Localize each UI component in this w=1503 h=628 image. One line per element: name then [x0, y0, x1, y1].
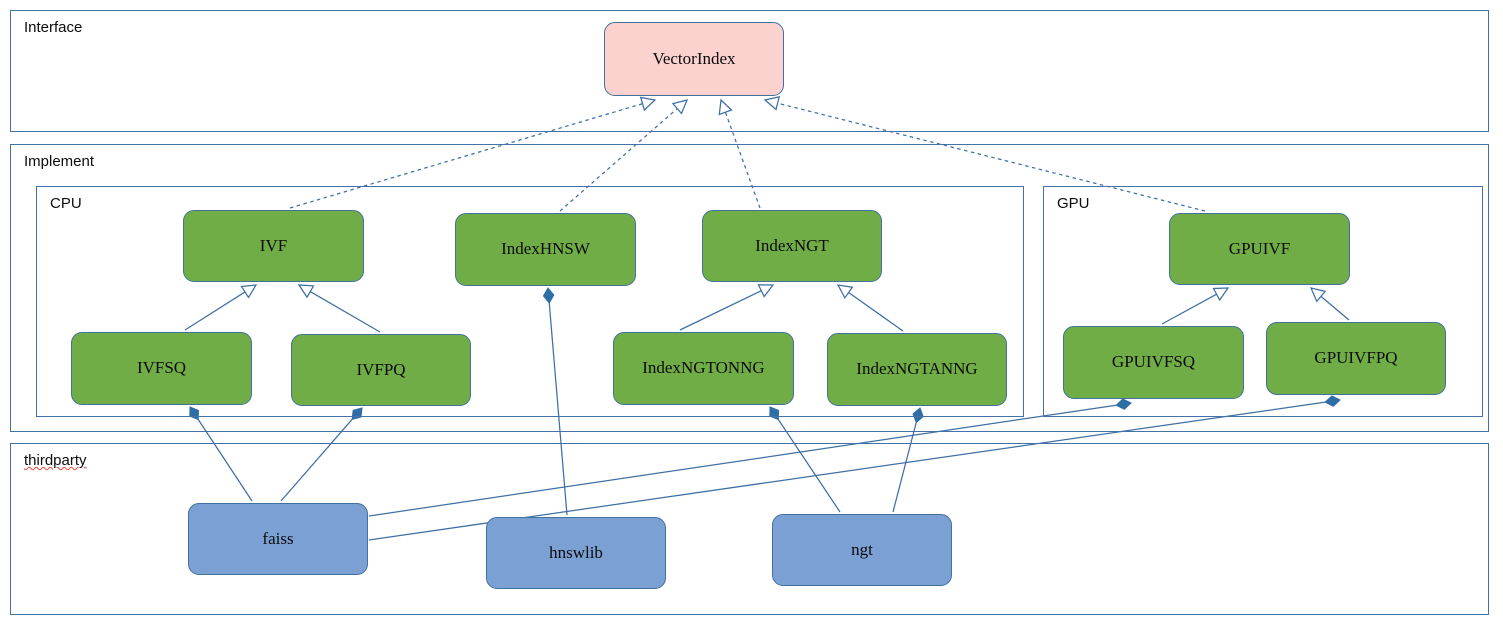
node-ivfpq[interactable]: IVFPQ	[291, 334, 471, 406]
node-label-vectorindex: VectorIndex	[652, 48, 736, 68]
edge-line	[679, 290, 762, 331]
edge-line	[289, 103, 643, 209]
node-label-indexngtanng: IndexNGTANNG	[856, 359, 978, 379]
node-label-faiss: faiss	[262, 528, 294, 548]
filled-diamond-marker-icon	[1115, 398, 1132, 410]
node-label-indexngtonng: IndexNGTONNG	[642, 358, 765, 378]
node-indexhnsw[interactable]: IndexHNSW	[455, 213, 636, 286]
hollow-triangle-arrowhead-icon	[763, 96, 781, 111]
edge-line	[1161, 293, 1217, 325]
edge-line	[184, 291, 246, 331]
group-label-interface: Interface	[24, 19, 83, 36]
group-box-cpu	[36, 186, 1024, 417]
node-ivf[interactable]: IVF	[183, 210, 364, 282]
group-label-implement: Implement	[24, 153, 95, 170]
edge-line	[777, 102, 1206, 212]
node-indexngtanng[interactable]: IndexNGTANNG	[827, 333, 1007, 406]
group-box-implement	[10, 144, 1489, 432]
edge-indexngtonng-indexngt	[679, 284, 775, 331]
hollow-triangle-arrowhead-icon	[1309, 287, 1327, 303]
node-label-hnswlib: hnswlib	[549, 542, 603, 562]
edge-line	[197, 419, 253, 502]
node-label-gpuivf: GPUIVF	[1228, 238, 1291, 258]
group-label-gpu: GPU	[1057, 195, 1090, 212]
edge-ngt-indexngtanng	[892, 407, 924, 513]
node-label-gpuivfsq: GPUIVFSQ	[1111, 352, 1196, 372]
hollow-triangle-arrowhead-icon	[757, 284, 775, 298]
node-label-ngt: ngt	[851, 539, 873, 559]
node-label-ivfpq: IVFPQ	[356, 359, 406, 379]
node-gpuivfpq[interactable]: GPUIVFPQ	[1266, 322, 1446, 395]
edge-line	[848, 291, 904, 332]
edge-gpuivfpq-gpuivf	[1309, 287, 1350, 321]
edge-line	[548, 302, 568, 516]
edge-line	[777, 419, 841, 513]
hollow-triangle-arrowhead-icon	[240, 284, 258, 299]
edge-indexngt-vectorindex	[718, 98, 761, 209]
edge-hnswlib-indexhnsw	[542, 287, 568, 516]
edge-line	[309, 290, 381, 333]
edge-gpuivf-vectorindex	[763, 96, 1206, 212]
group-label-thirdparty: thirdparty	[24, 452, 87, 469]
edge-line	[368, 404, 1117, 517]
node-ivfsq[interactable]: IVFSQ	[71, 332, 252, 405]
hollow-triangle-arrowhead-icon	[718, 98, 733, 116]
edge-ivfpq-ivf	[297, 284, 381, 333]
hollow-triangle-arrowhead-icon	[297, 284, 315, 299]
node-indexngtonng[interactable]: IndexNGTONNG	[613, 332, 794, 405]
node-label-indexngt: IndexNGT	[755, 235, 829, 255]
hollow-triangle-arrowhead-icon	[836, 284, 854, 300]
filled-diamond-marker-icon	[912, 407, 924, 424]
node-label-gpuivfpq: GPUIVFPQ	[1314, 348, 1398, 368]
node-gpuivf[interactable]: GPUIVF	[1169, 213, 1350, 285]
hollow-triangle-arrowhead-icon	[671, 99, 689, 115]
group-box-gpu	[1043, 186, 1483, 417]
group-box-interface	[10, 10, 1489, 132]
edge-indexhnsw-vectorindex	[559, 99, 689, 212]
filled-diamond-marker-icon	[542, 287, 555, 304]
node-faiss[interactable]: faiss	[188, 503, 368, 575]
hollow-triangle-arrowhead-icon	[639, 96, 657, 112]
group-label-cpu: CPU	[50, 195, 82, 212]
group-box-thirdparty	[10, 443, 1489, 615]
node-indexngt[interactable]: IndexNGT	[702, 210, 882, 282]
edge-line	[892, 422, 917, 513]
edge-line	[724, 112, 761, 209]
node-vectorindex[interactable]: VectorIndex	[604, 22, 784, 96]
hollow-triangle-arrowhead-icon	[1212, 287, 1230, 302]
node-hnswlib[interactable]: hnswlib	[486, 517, 666, 589]
node-ngt[interactable]: ngt	[772, 514, 952, 586]
edge-ivf-vectorindex	[289, 96, 657, 209]
edge-line	[280, 418, 353, 502]
edge-faiss-gpuivfsq	[368, 398, 1132, 517]
edge-ivfsq-ivf	[184, 284, 258, 331]
node-label-indexhnsw: IndexHNSW	[501, 239, 590, 259]
edge-line	[559, 108, 678, 212]
node-gpuivfsq[interactable]: GPUIVFSQ	[1063, 326, 1244, 399]
filled-diamond-marker-icon	[1324, 395, 1341, 407]
node-label-ivfsq: IVFSQ	[136, 358, 187, 378]
edge-gpuivfsq-gpuivf	[1161, 287, 1230, 325]
edge-line	[1320, 295, 1350, 321]
edge-indexngtanng-indexngt	[836, 284, 904, 332]
node-label-ivf: IVF	[259, 235, 288, 255]
